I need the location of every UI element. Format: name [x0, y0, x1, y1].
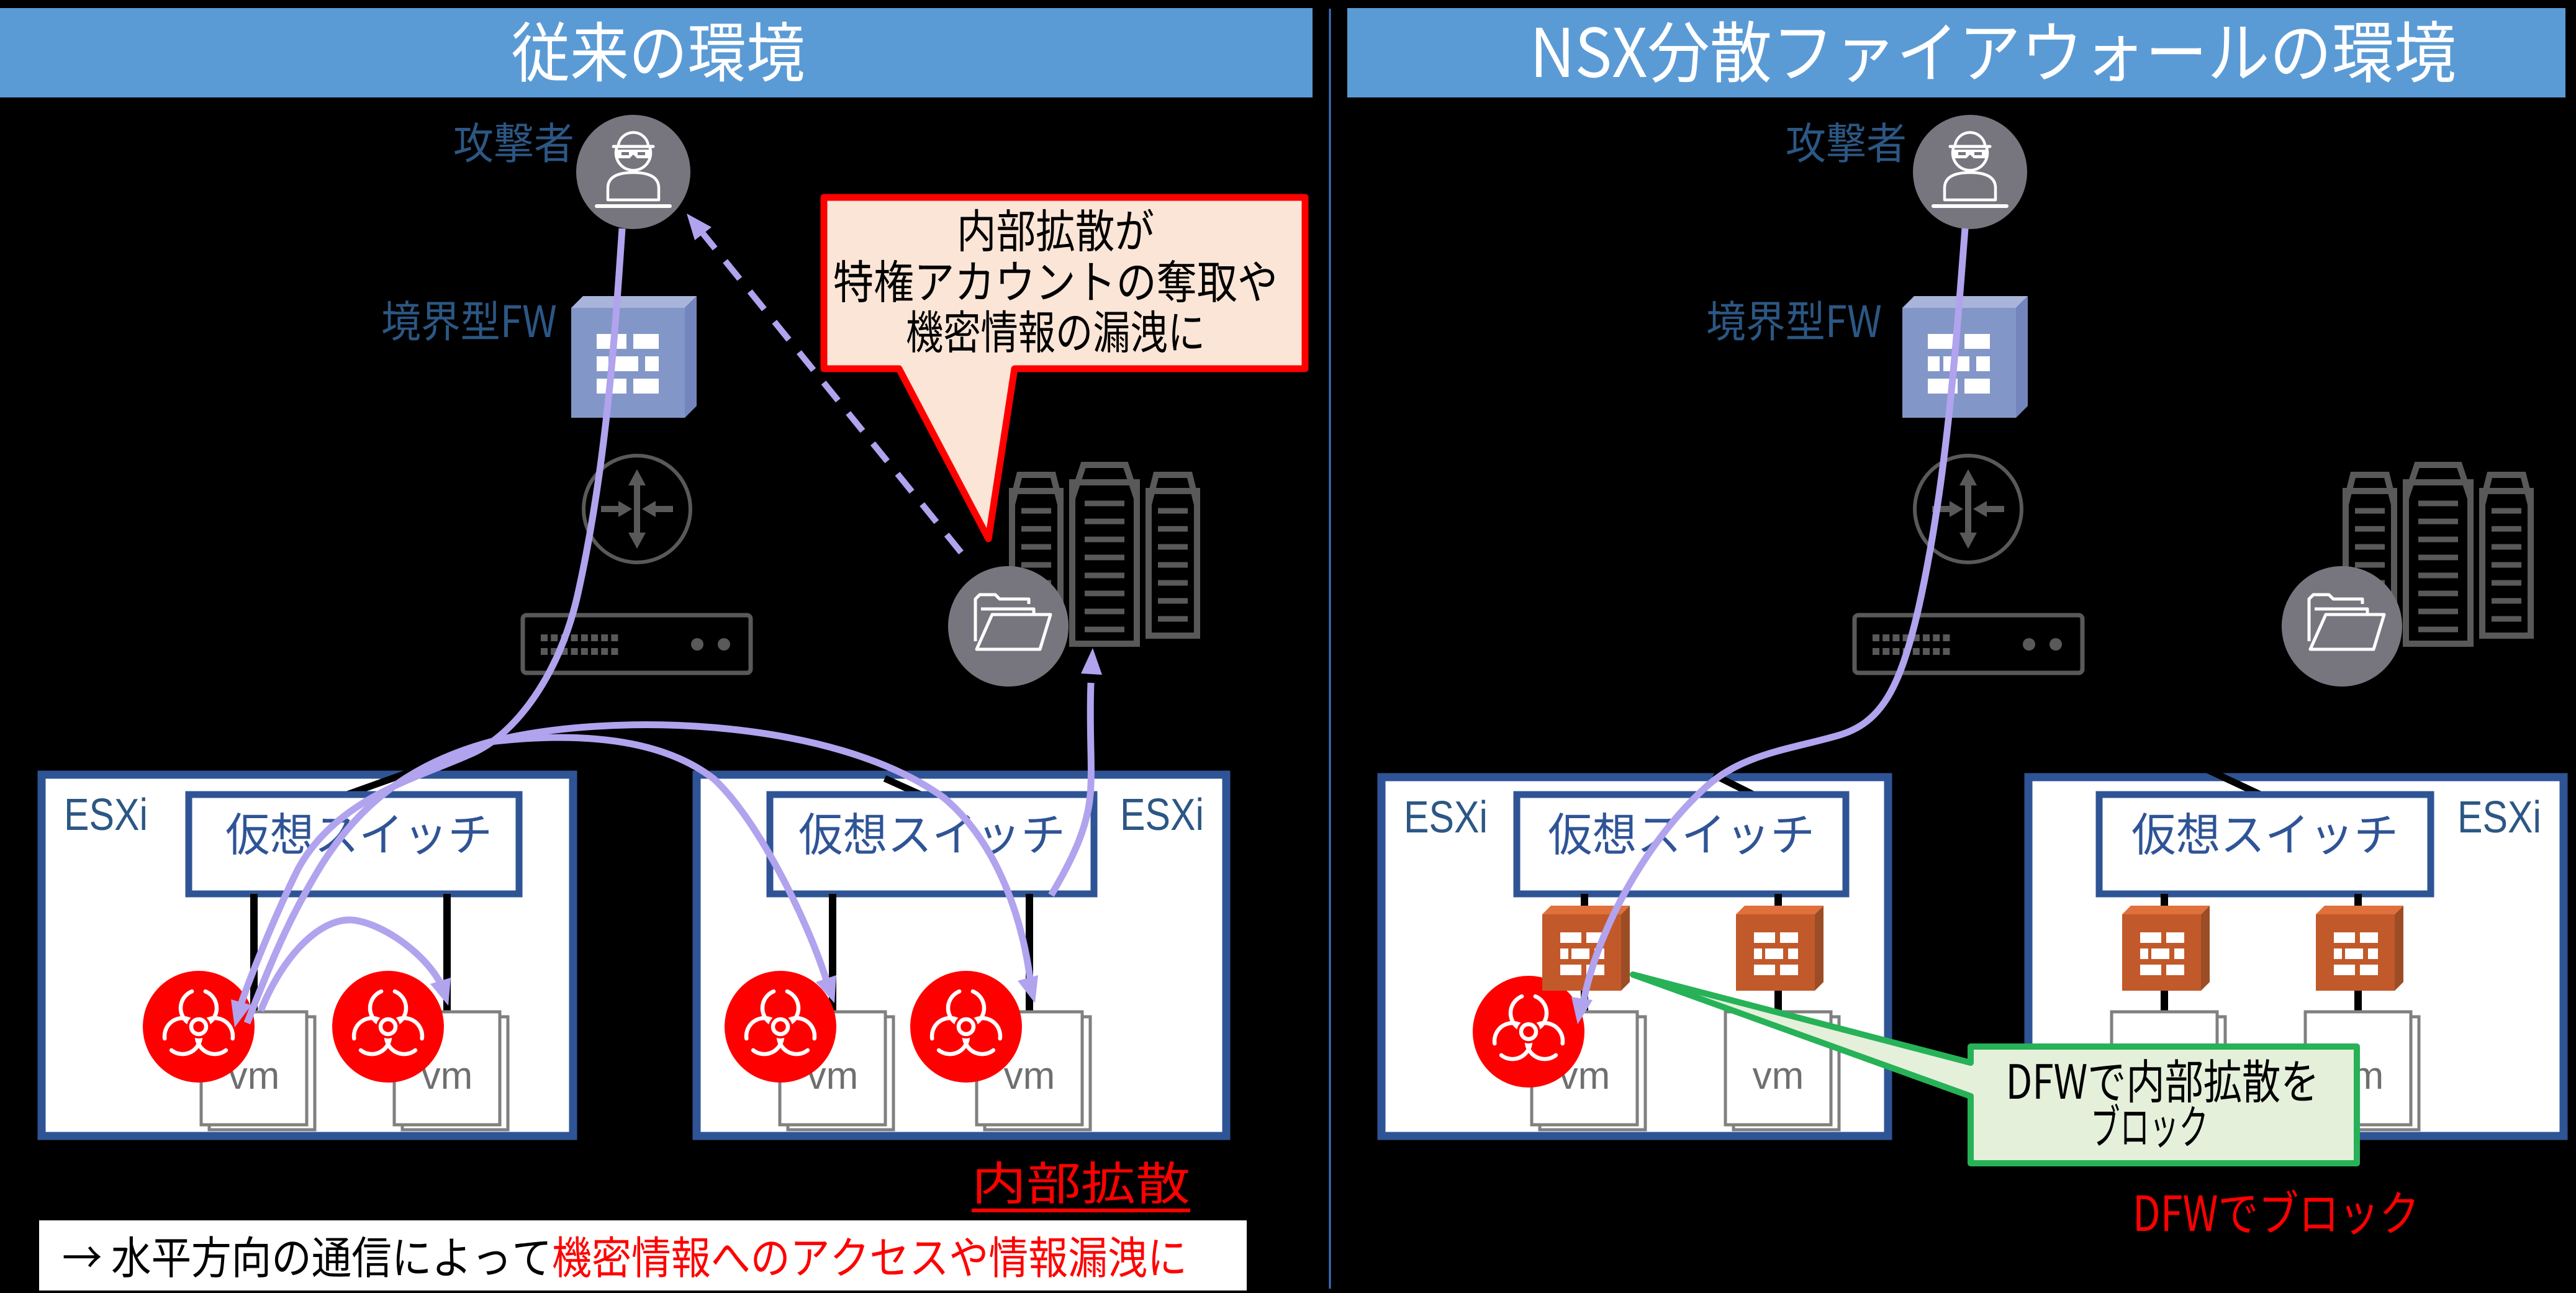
svg-text:ESXi: ESXi	[1404, 793, 1488, 842]
svg-text:ESXi: ESXi	[64, 790, 148, 840]
svg-text:ESXi: ESXi	[1120, 790, 1204, 840]
svg-text:ESXi: ESXi	[2457, 793, 2541, 842]
